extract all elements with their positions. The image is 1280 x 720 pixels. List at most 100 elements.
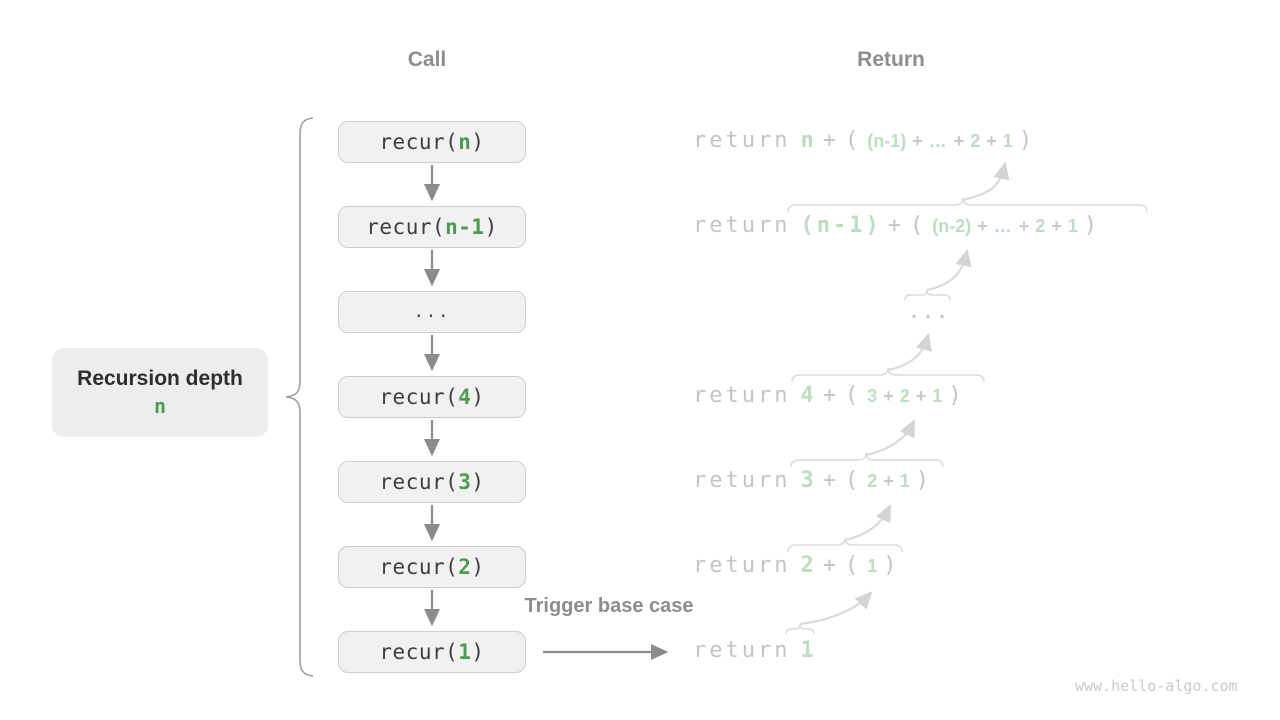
return-row: ... xyxy=(908,296,950,328)
code-token: ) xyxy=(915,468,933,493)
code-token: + xyxy=(883,471,894,491)
recursion-depth-brace xyxy=(285,117,314,677)
code-token: + xyxy=(915,386,927,406)
call-box: ... xyxy=(338,291,526,333)
code-token: + xyxy=(912,131,923,151)
code-token: + xyxy=(822,383,839,408)
return-column-header: Return xyxy=(857,48,925,71)
code-token: return xyxy=(693,468,791,493)
code-pre: recur( xyxy=(379,470,459,494)
code-token: n xyxy=(800,128,817,153)
code-token: + xyxy=(887,213,904,238)
recursion-depth-label: Recursion depth n xyxy=(52,348,268,437)
code-token: + xyxy=(986,131,997,151)
code-post: ) xyxy=(471,555,485,579)
watermark: www.hello-algo.com xyxy=(1075,677,1238,695)
call-box: recur(1) xyxy=(338,631,526,673)
code-token: + xyxy=(822,468,839,493)
call-box: recur(4) xyxy=(338,376,526,418)
code-token: ( xyxy=(844,383,862,408)
code-token: 2 xyxy=(970,131,981,151)
code-token: (n-1) xyxy=(867,131,907,151)
code-param: n xyxy=(458,130,472,154)
code-token: 3 xyxy=(800,468,817,493)
code-post: ) xyxy=(471,640,485,664)
code-token: 1 xyxy=(1002,131,1013,151)
code-token: return xyxy=(693,638,791,663)
code-token: return xyxy=(693,128,791,153)
return-row: return(n-1)+((n-2)+…+2+1) xyxy=(693,211,1100,243)
code-token: ( xyxy=(844,553,862,578)
code-token: + xyxy=(977,216,988,236)
code-token: (n-1) xyxy=(800,213,882,238)
code-token: 1 xyxy=(932,386,943,406)
code-token: 3 xyxy=(867,386,878,406)
code-param: 1 xyxy=(458,640,472,664)
code-token: … xyxy=(928,131,948,151)
return-row: return 1 xyxy=(693,636,817,668)
code-token: ) xyxy=(883,553,900,578)
code-token: 1 xyxy=(800,638,817,663)
overbrace-row6 xyxy=(787,537,903,553)
code-token: ) xyxy=(948,383,965,408)
code-token: 2 xyxy=(899,386,910,406)
recursion-depth-value: n xyxy=(153,394,167,418)
code-token: return xyxy=(693,213,791,238)
unwind-arrow-6 xyxy=(799,591,873,626)
code-pre: recur( xyxy=(379,385,459,409)
code-token: + xyxy=(822,553,839,578)
code-token: + xyxy=(1051,216,1062,236)
overbrace-row2 xyxy=(787,197,1148,213)
code-token: (n-2) xyxy=(932,216,972,236)
trigger-base-case-label: Trigger base case xyxy=(524,595,694,617)
code-post: ) xyxy=(484,215,498,239)
code-token: 1 xyxy=(1067,216,1078,236)
code-token: ... xyxy=(908,299,951,323)
code-token: 4 xyxy=(800,383,817,408)
code-token: 2 xyxy=(1035,216,1046,236)
code-token: ) xyxy=(1018,128,1036,153)
call-box: recur(3) xyxy=(338,461,526,503)
code-token: + xyxy=(883,386,894,406)
code-token: ( xyxy=(844,468,862,493)
code-token: 2 xyxy=(867,471,878,491)
code-token: 1 xyxy=(899,471,910,491)
unwind-arrow-1 xyxy=(962,161,1010,202)
call-box: recur(2) xyxy=(338,546,526,588)
unwind-arrow-3 xyxy=(887,332,932,372)
code-post: ) xyxy=(471,470,485,494)
recursion-depth-title: Recursion depth xyxy=(77,367,243,390)
overbrace-row7 xyxy=(785,623,815,635)
code-param: n-1 xyxy=(445,215,485,239)
code-pre: recur( xyxy=(379,555,459,579)
code-token: + xyxy=(1018,216,1030,236)
code-token: return xyxy=(693,553,791,578)
unwind-arrow-2 xyxy=(926,248,972,292)
code-pre: recur( xyxy=(379,130,459,154)
overbrace-row4 xyxy=(791,367,985,383)
code-token: return xyxy=(693,383,791,408)
code-token: + xyxy=(822,128,839,153)
overbrace-row5 xyxy=(790,452,944,468)
call-column-header: Call xyxy=(407,48,447,71)
code-post: ) xyxy=(471,385,485,409)
ellipsis-text: ... xyxy=(413,302,451,322)
unwind-arrow-4 xyxy=(865,419,915,457)
code-param: 4 xyxy=(458,385,472,409)
code-token: … xyxy=(993,216,1013,236)
call-box: recur(n-1) xyxy=(338,206,526,248)
code-param: 3 xyxy=(458,470,472,494)
code-post: ) xyxy=(471,130,485,154)
code-param: 2 xyxy=(458,555,472,579)
code-token: ) xyxy=(1083,213,1101,238)
code-token: + xyxy=(953,131,965,151)
code-pre: recur( xyxy=(379,640,459,664)
unwind-arrow-5 xyxy=(844,504,891,542)
call-box: recur(n) xyxy=(338,121,526,163)
code-token: ( xyxy=(909,213,927,238)
